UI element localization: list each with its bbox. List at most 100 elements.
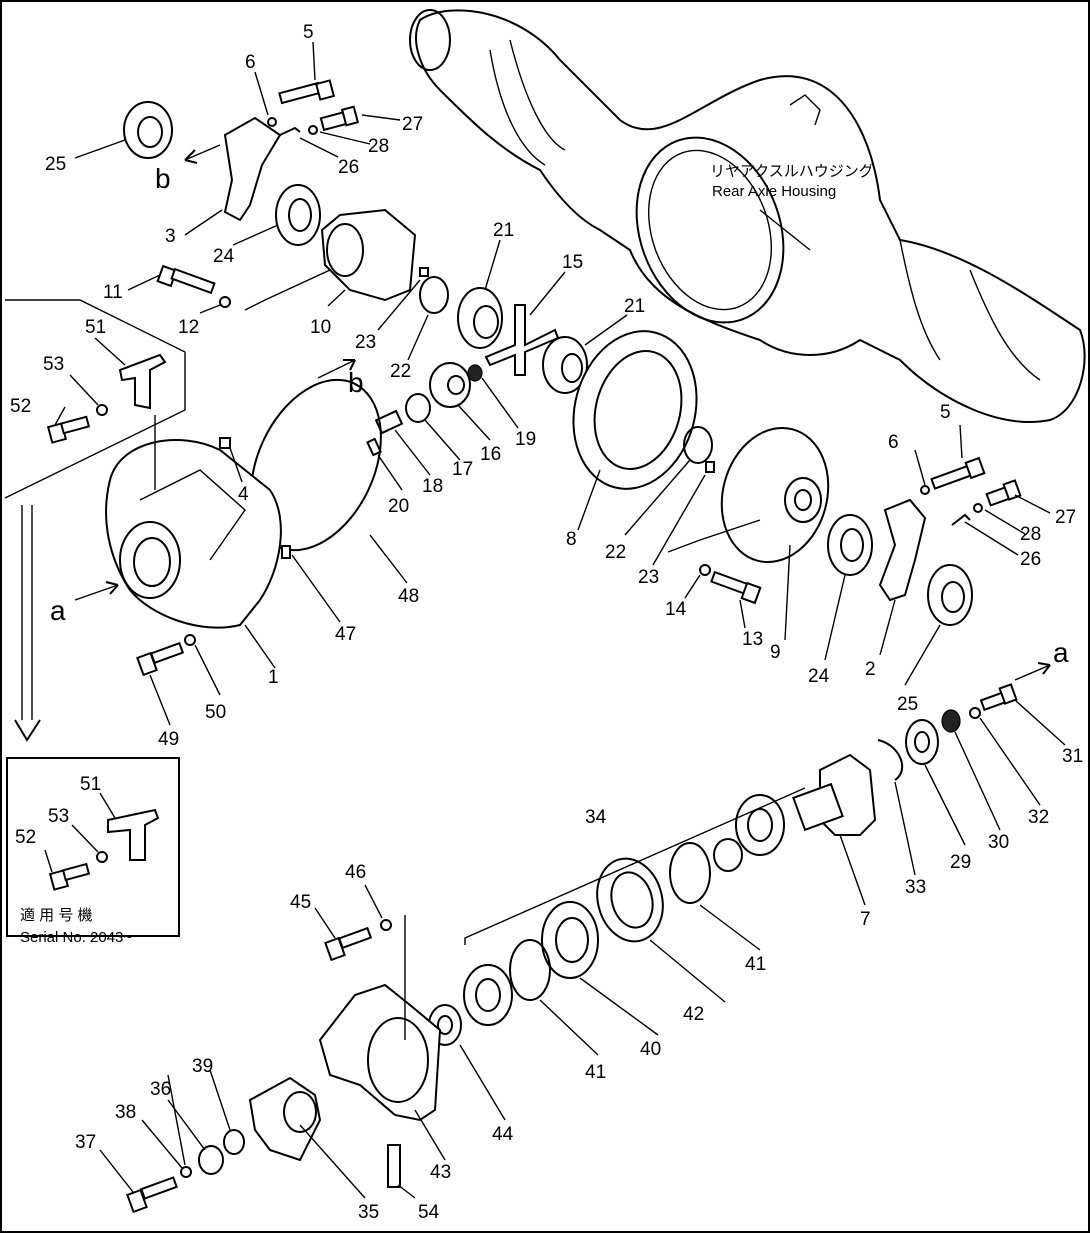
callout-16: 16 bbox=[480, 444, 501, 465]
callout-51-inset: 51 bbox=[80, 774, 101, 795]
callout-1: 1 bbox=[268, 667, 279, 688]
callout-13: 13 bbox=[742, 629, 763, 650]
callout-26-top: 26 bbox=[338, 157, 359, 178]
arrow-a-left bbox=[74, 581, 119, 601]
bolt-37 bbox=[126, 1176, 178, 1214]
part-41-o-ring-upper bbox=[669, 842, 711, 904]
part-19-pinion bbox=[467, 364, 483, 382]
callout-23-lower: 23 bbox=[638, 567, 659, 588]
leader-lines bbox=[44, 41, 1066, 1199]
bolt-52-upper bbox=[46, 415, 91, 444]
bolt-5-right bbox=[930, 456, 986, 490]
letter-b-center: b bbox=[348, 367, 364, 398]
washer-14 bbox=[699, 564, 711, 576]
part-41-o-ring-lower bbox=[509, 939, 551, 1001]
bolt-31 bbox=[979, 683, 1018, 712]
callout-14: 14 bbox=[665, 599, 687, 620]
callout-48: 48 bbox=[398, 586, 419, 607]
callout-35: 35 bbox=[358, 1202, 379, 1223]
housing-label-en: Rear Axle Housing bbox=[712, 183, 836, 200]
callout-43: 43 bbox=[430, 1162, 451, 1183]
arrow-b-center bbox=[317, 359, 356, 379]
part-16-pinion-washer bbox=[429, 362, 471, 408]
callout-8: 8 bbox=[566, 529, 577, 550]
part-21-side-gear-lower bbox=[542, 336, 588, 394]
part-8-ring-gear bbox=[572, 330, 698, 490]
callout-47: 47 bbox=[335, 624, 356, 645]
part-23-pin-lower bbox=[705, 461, 715, 473]
part-20-pin bbox=[366, 437, 382, 457]
callout-51-upper: 51 bbox=[85, 317, 106, 338]
part-10-differential-case bbox=[320, 208, 417, 302]
letter-a-left: a bbox=[50, 595, 66, 626]
callout-53-upper: 53 bbox=[43, 354, 64, 375]
callout-28-top: 28 bbox=[368, 136, 389, 157]
callout-6-right: 6 bbox=[888, 432, 899, 453]
bolt-45 bbox=[324, 926, 373, 962]
callout-22-lower: 22 bbox=[605, 542, 626, 563]
part-22-washer-upper bbox=[419, 276, 449, 314]
callout-44: 44 bbox=[492, 1124, 514, 1145]
part-34-bearing-outer bbox=[735, 794, 785, 856]
callout-54: 54 bbox=[418, 1202, 440, 1223]
arrow-a-right bbox=[1014, 662, 1051, 681]
part-22-washer-lower bbox=[683, 426, 713, 464]
callout-10: 10 bbox=[310, 317, 331, 338]
part-17-pinion-gear bbox=[405, 393, 431, 423]
callout-34: 34 bbox=[585, 807, 607, 828]
callout-6-top: 6 bbox=[245, 52, 256, 73]
part-54-dowel bbox=[387, 1144, 401, 1188]
part-34-spacer bbox=[713, 838, 743, 872]
callout-40: 40 bbox=[640, 1039, 661, 1060]
callout-24-top: 24 bbox=[213, 246, 235, 267]
washer-46 bbox=[380, 919, 392, 931]
part-29-bearing bbox=[905, 719, 939, 765]
pin-26-right bbox=[951, 513, 971, 526]
pin-26-top bbox=[279, 126, 301, 136]
callout-5-right: 5 bbox=[940, 402, 951, 423]
part-35-coupling bbox=[248, 1076, 322, 1162]
callout-39: 39 bbox=[192, 1056, 213, 1077]
callout-24-right: 24 bbox=[808, 666, 830, 687]
callout-52-inset: 52 bbox=[15, 827, 36, 848]
callout-31: 31 bbox=[1062, 746, 1083, 767]
callout-41-upper: 41 bbox=[745, 954, 766, 975]
callout-36: 36 bbox=[150, 1079, 171, 1100]
callout-21-lower: 21 bbox=[624, 296, 645, 317]
arrow-b-left bbox=[184, 144, 221, 164]
part-36-washer bbox=[198, 1145, 224, 1175]
callout-41-lower: 41 bbox=[585, 1062, 606, 1083]
washer-32 bbox=[969, 707, 981, 719]
callout-11: 11 bbox=[103, 282, 123, 303]
callout-4: 4 bbox=[238, 484, 249, 505]
bracket-34 bbox=[464, 787, 806, 945]
bolt-49 bbox=[136, 641, 185, 677]
callout-28-right: 28 bbox=[1020, 524, 1041, 545]
callout-25-top: 25 bbox=[45, 154, 66, 175]
callout-17: 17 bbox=[452, 459, 473, 480]
washer-53-inset bbox=[96, 851, 108, 863]
callout-22-upper: 22 bbox=[390, 361, 411, 382]
part-15-spider bbox=[484, 304, 560, 376]
part-25-nut bbox=[123, 101, 173, 159]
inset-label-jp: 適 用 号 機 bbox=[20, 906, 93, 924]
bolt-52-inset bbox=[48, 862, 91, 891]
bolt-27-right bbox=[985, 479, 1022, 507]
part-24-bearing-right bbox=[827, 514, 873, 576]
arrow-to-inset bbox=[14, 505, 41, 742]
inset-serial: Serial No. 2043~ bbox=[20, 929, 132, 946]
callout-37: 37 bbox=[75, 1132, 96, 1153]
washer-28-top bbox=[308, 125, 318, 135]
callout-9: 9 bbox=[770, 642, 781, 663]
callout-23-upper: 23 bbox=[355, 332, 376, 353]
part-23-pin-upper bbox=[419, 267, 429, 277]
callout-27-top: 27 bbox=[402, 114, 423, 135]
part-3-bearing-cap bbox=[223, 116, 282, 222]
callout-30: 30 bbox=[988, 832, 1009, 853]
callout-19: 19 bbox=[515, 429, 536, 450]
washer-50 bbox=[184, 634, 196, 646]
part-30-nut bbox=[941, 709, 961, 733]
callout-15: 15 bbox=[562, 252, 583, 273]
callout-26-right: 26 bbox=[1020, 549, 1041, 570]
bolt-11 bbox=[156, 264, 216, 295]
